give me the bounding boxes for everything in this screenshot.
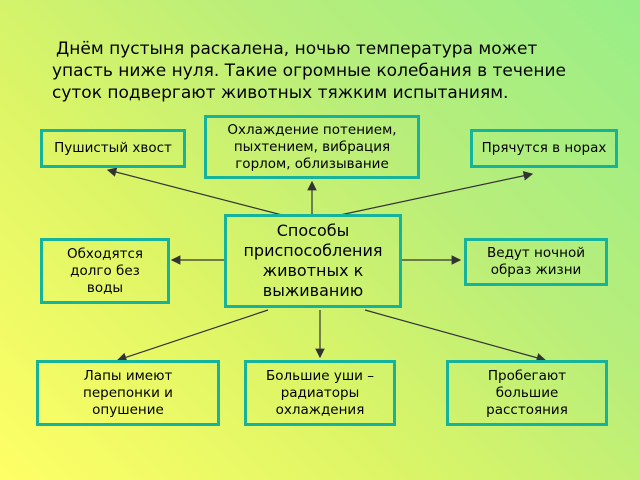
bottom-right-line-1: Пробегают bbox=[487, 367, 567, 384]
top-right-line-1: Прячутся в норах bbox=[481, 140, 607, 156]
intro-line-2: упасть ниже нуля. Такие огромные колебан… bbox=[52, 61, 567, 81]
top-center-box: Охлаждение потением, пыхтением, вибрация… bbox=[204, 115, 420, 179]
bottom-right-box: Пробегают большие расстояния bbox=[446, 360, 608, 426]
intro-line-3: суток подвергают животных тяжким испытан… bbox=[52, 83, 509, 103]
bottom-center-box: Большие уши – радиаторы охлаждения bbox=[244, 360, 396, 426]
center-line-4: выживанию bbox=[262, 281, 364, 300]
top-center-line-2: пыхтением, вибрация bbox=[233, 138, 391, 155]
mid-right-line-2: образ жизни bbox=[490, 262, 582, 278]
bottom-right-line-3: расстояния bbox=[486, 401, 568, 418]
mid-right-box: Ведут ночной образ жизни bbox=[464, 238, 608, 286]
intro-line-1: Днём пустыня раскалена, ночью температур… bbox=[56, 39, 538, 59]
top-center-line-1: Охлаждение потением, bbox=[227, 121, 397, 138]
bottom-right-line-2: большие bbox=[495, 384, 559, 401]
bottom-center-line-2: радиаторы bbox=[280, 384, 360, 401]
top-left-line-1: Пушистый хвост bbox=[54, 140, 172, 156]
top-left-box: Пушистый хвост bbox=[40, 129, 186, 168]
bottom-left-line-1: Лапы имеют bbox=[83, 367, 173, 384]
arrow-to-bottom-right bbox=[364, 309, 547, 363]
top-center-line-3: горлом, облизывание bbox=[235, 155, 389, 172]
intro-text: Днём пустыня раскалена, ночью температур… bbox=[52, 38, 612, 104]
center-line-3: животных к bbox=[262, 261, 364, 280]
mid-left-line-1: Обходятся bbox=[66, 245, 144, 262]
mid-left-line-3: воды bbox=[86, 279, 124, 296]
bottom-center-line-3: охлаждения bbox=[275, 401, 365, 418]
center-line-2: приспособления bbox=[243, 241, 383, 260]
center-box: Способы приспособления животных к выжива… bbox=[224, 214, 402, 308]
mid-left-line-2: долго без bbox=[70, 262, 140, 279]
mid-left-box: Обходятся долго без воды bbox=[40, 238, 170, 304]
arrow-to-top-left bbox=[106, 167, 283, 216]
bottom-left-line-2: перепонки и bbox=[83, 384, 173, 401]
top-right-box: Прячутся в норах bbox=[470, 129, 618, 168]
arrow-to-top-right bbox=[339, 171, 534, 216]
bottom-left-line-3: опушение bbox=[92, 401, 164, 418]
mid-right-line-1: Ведут ночной bbox=[487, 245, 585, 261]
arrow-to-bottom-left bbox=[116, 309, 269, 362]
center-line-1: Способы bbox=[276, 221, 350, 240]
bottom-left-box: Лапы имеют перепонки и опушение bbox=[36, 360, 220, 426]
bottom-center-line-1: Большие уши – bbox=[266, 367, 374, 384]
